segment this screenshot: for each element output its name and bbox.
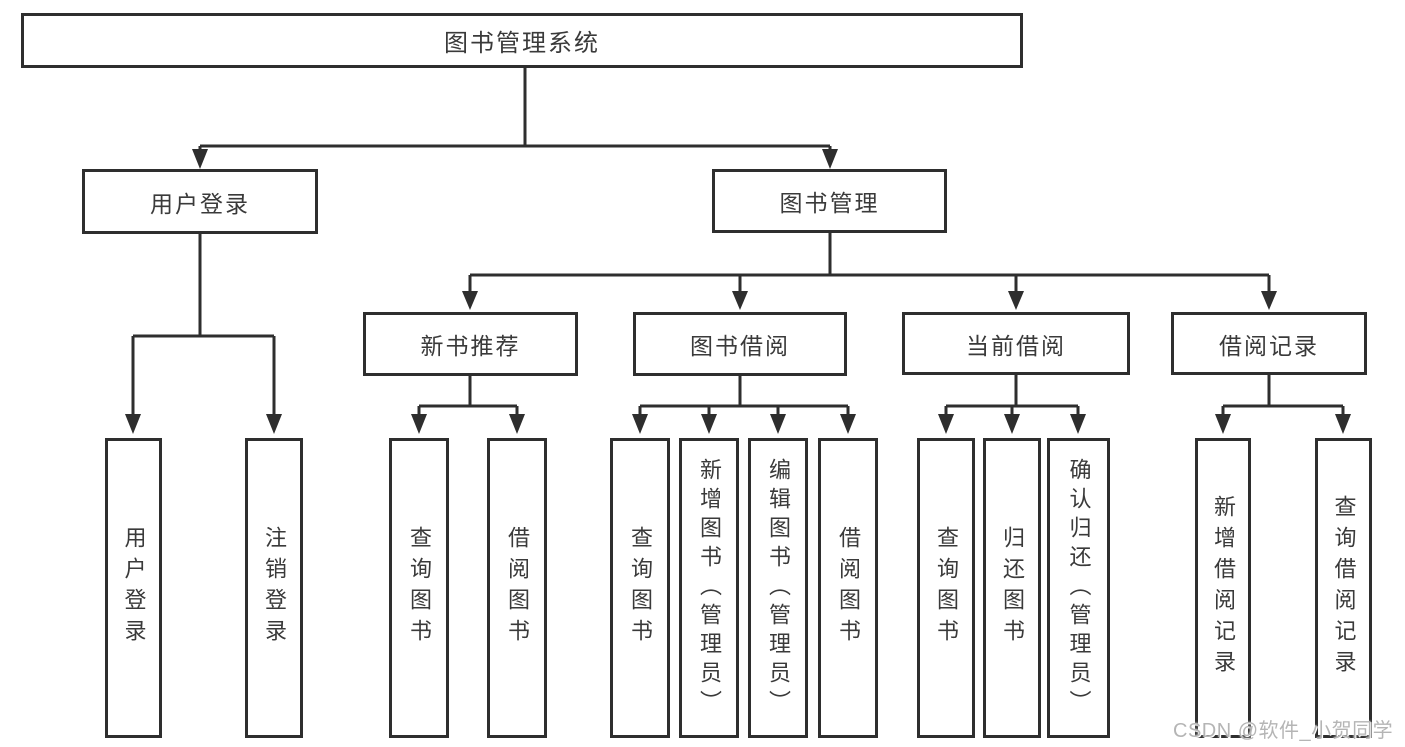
leaf-user-login-label: 用户登录 bbox=[121, 526, 147, 650]
node-book-management-branch: 图书管理 bbox=[712, 169, 947, 233]
leaf-logout-label: 注销登录 bbox=[262, 526, 287, 650]
leaf-confirm-return-admin: 确认归还（管理员） bbox=[1047, 438, 1110, 738]
node-library-management-system: 图书管理系统 bbox=[21, 13, 1023, 68]
leaf-query-books-recommend-label: 查询图书 bbox=[407, 526, 432, 650]
leaf-borrow-books-recommend: 借阅图书 bbox=[487, 438, 547, 738]
leaf-query-books-borrowing-label: 查询图书 bbox=[628, 526, 653, 650]
node-borrow-records: 借阅记录 bbox=[1171, 312, 1367, 375]
node-user-login-branch: 用户登录 bbox=[82, 169, 318, 234]
leaf-edit-book-admin: 编辑图书（管理员） bbox=[748, 438, 808, 738]
leaf-query-books-current: 查询图书 bbox=[917, 438, 975, 738]
leaf-return-books-label: 归还图书 bbox=[1000, 526, 1025, 650]
leaf-add-book-admin-label: 新增图书（管理员） bbox=[697, 457, 722, 719]
leaf-add-borrow-record: 新增借阅记录 bbox=[1195, 438, 1251, 738]
leaf-logout: 注销登录 bbox=[245, 438, 303, 738]
leaf-confirm-return-admin-label: 确认归还（管理员） bbox=[1066, 457, 1092, 719]
node-new-book-recommend: 新书推荐 bbox=[363, 312, 578, 376]
leaf-query-books-borrowing: 查询图书 bbox=[610, 438, 670, 738]
leaf-edit-book-admin-label: 编辑图书（管理员） bbox=[766, 457, 791, 719]
leaf-query-books-recommend: 查询图书 bbox=[389, 438, 449, 738]
leaf-borrow-books: 借阅图书 bbox=[818, 438, 878, 738]
leaf-query-borrow-record: 查询借阅记录 bbox=[1315, 438, 1372, 738]
node-book-borrowing: 图书借阅 bbox=[633, 312, 847, 376]
leaf-add-book-admin: 新增图书（管理员） bbox=[679, 438, 739, 738]
leaf-borrow-books-recommend-label: 借阅图书 bbox=[505, 526, 530, 650]
leaf-query-books-current-label: 查询图书 bbox=[934, 526, 959, 650]
leaf-borrow-books-label: 借阅图书 bbox=[836, 526, 861, 650]
leaf-query-borrow-record-label: 查询借阅记录 bbox=[1331, 495, 1357, 681]
leaf-add-borrow-record-label: 新增借阅记录 bbox=[1211, 495, 1236, 681]
leaf-return-books: 归还图书 bbox=[983, 438, 1041, 738]
leaf-user-login: 用户登录 bbox=[105, 438, 162, 738]
csdn-watermark: CSDN @软件_小贺同学 bbox=[1173, 720, 1394, 742]
node-current-borrowing: 当前借阅 bbox=[902, 312, 1130, 375]
